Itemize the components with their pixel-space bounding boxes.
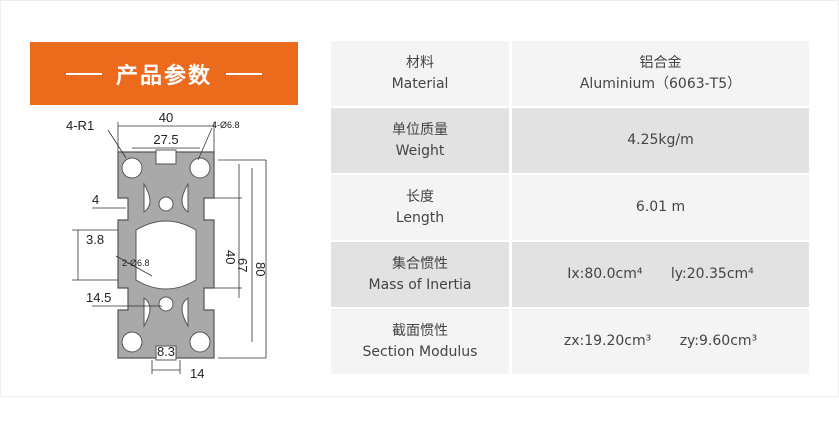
spec-name-cell: 单位质量 Weight bbox=[331, 107, 509, 174]
spec-value-cell: Ix:80.0cm⁴ ly:20.35cm⁴ bbox=[512, 241, 809, 308]
spec-name-cn: 长度 bbox=[406, 188, 434, 205]
spec-name-cn: 材料 bbox=[406, 54, 434, 71]
dim-bottom-offset: 14.5 bbox=[86, 290, 111, 305]
spec-name-en: Section Modulus bbox=[362, 343, 478, 360]
dim-overall-height: 80 bbox=[253, 262, 268, 276]
spec-name-cell: 材料 Material bbox=[331, 41, 509, 107]
spec-name-en: Mass of Inertia bbox=[368, 276, 472, 293]
spec-value-zx: zx:19.20cm³ bbox=[563, 333, 652, 349]
spec-row-inertia: 集合惯性 Mass of Inertia Ix:80.0cm⁴ ly:20.35… bbox=[331, 241, 809, 308]
dim-bottom-width: 14 bbox=[190, 366, 204, 381]
spec-value-iy: ly:20.35cm⁴ bbox=[670, 266, 754, 282]
dim-corner-radius: 4-R1 bbox=[66, 118, 94, 133]
spec-name-en: Length bbox=[395, 209, 445, 226]
spec-name-cell: 集合惯性 Mass of Inertia bbox=[331, 241, 509, 308]
dim-corner-holes: 4-Ø6.8 bbox=[212, 120, 240, 130]
profile-drawing-svg: 40 27.5 4-R1 4-Ø6.8 4 3.8 2-Ø6.8 14.5 8.… bbox=[66, 112, 268, 381]
spec-value-detail: Aluminium（6063-T5） bbox=[579, 75, 742, 92]
spec-name-cn: 集合惯性 bbox=[392, 255, 448, 272]
spec-value-cell: 铝合金 Aluminium（6063-T5） bbox=[512, 41, 809, 107]
spec-divider bbox=[509, 174, 512, 241]
spec-name-cn: 截面惯性 bbox=[392, 322, 448, 339]
banner-title: 产品参数 bbox=[115, 63, 212, 89]
spec-row-section-modulus: 截面惯性 Section Modulus zx:19.20cm³ zy:9.60… bbox=[331, 308, 809, 375]
dim-mid-height: 67 bbox=[235, 258, 250, 272]
dimension-lines bbox=[72, 122, 267, 374]
spec-row-length: 长度 Length 6.01 m bbox=[331, 174, 809, 241]
spec-row-weight: 单位质量 Weight 4.25kg/m bbox=[331, 107, 809, 174]
dim-middle-holes: 2-Ø6.8 bbox=[122, 258, 150, 268]
dim-left-offset: 3.8 bbox=[86, 232, 104, 247]
spec-value: 4.25kg/m bbox=[627, 132, 694, 148]
spec-value-zy: zy:9.60cm³ bbox=[679, 333, 758, 349]
spec-value-cell: zx:19.20cm³ zy:9.60cm³ bbox=[512, 308, 809, 375]
banner-right-line bbox=[226, 72, 262, 75]
spec-divider bbox=[509, 308, 512, 375]
spec-divider bbox=[509, 241, 512, 308]
dim-slot-width: 4 bbox=[92, 192, 99, 207]
profile-body bbox=[117, 149, 215, 361]
section-banner: 产品参数 bbox=[30, 42, 298, 105]
spec-name-cn: 单位质量 bbox=[392, 121, 448, 138]
spec-name-cell: 长度 Length bbox=[331, 174, 509, 241]
spec-name-cell: 截面惯性 Section Modulus bbox=[331, 308, 509, 375]
banner-left-line bbox=[65, 72, 102, 75]
spec-name-en: Weight bbox=[395, 142, 445, 159]
dim-bottom-gap: 8.3 bbox=[157, 344, 175, 359]
spec-value: 6.01 m bbox=[635, 199, 686, 215]
dim-inner-height: 40 bbox=[223, 250, 238, 264]
spec-name-en: Material bbox=[391, 75, 449, 92]
spec-table: 材料 Material 铝合金 Aluminium（6063-T5） 单位质量 … bbox=[331, 41, 809, 376]
spec-value-ix: Ix:80.0cm⁴ bbox=[567, 266, 643, 282]
spec-value: 铝合金 bbox=[639, 54, 682, 71]
spec-value-cell: 6.01 m bbox=[512, 174, 809, 241]
spec-value-cell: 4.25kg/m bbox=[512, 107, 809, 174]
profile-drawing: 40 27.5 4-R1 4-Ø6.8 4 3.8 2-Ø6.8 14.5 8.… bbox=[52, 112, 282, 384]
spec-divider bbox=[509, 107, 512, 174]
spec-row-material: 材料 Material 铝合金 Aluminium（6063-T5） bbox=[331, 41, 809, 107]
dim-inner-width: 27.5 bbox=[153, 132, 178, 147]
spec-divider bbox=[509, 41, 512, 107]
dim-overall-width: 40 bbox=[159, 112, 173, 125]
